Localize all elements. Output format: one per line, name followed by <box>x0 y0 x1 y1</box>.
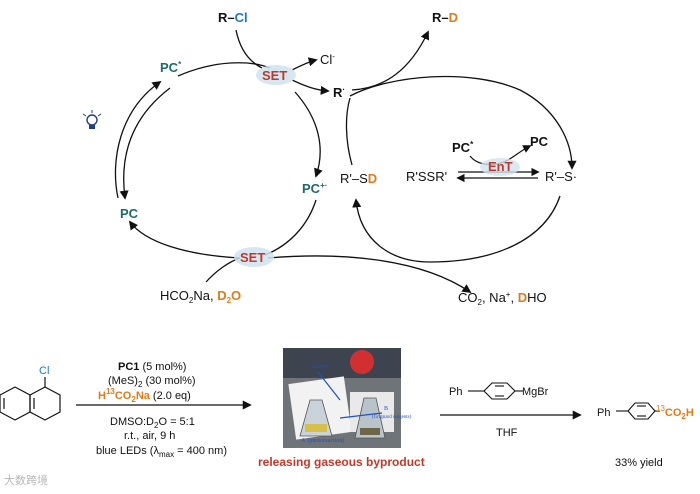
ent-highlight <box>480 158 520 176</box>
thiyl-radical-label: R'–S· <box>545 169 577 184</box>
formate-to-set-arrow <box>205 257 241 283</box>
ent-pc-excited-label: PC* <box>452 140 474 155</box>
rsd-label: R'–SD <box>340 171 377 186</box>
svg-text:(Grignard reagents): (Grignard reagents) <box>372 415 412 420</box>
photoexcitation-arrow <box>119 87 171 200</box>
left-cycle-arc-top <box>177 62 271 77</box>
set-bottom-highlight <box>234 247 274 267</box>
conditions-line-6: blue LEDs (λmax = 400 nm) <box>96 445 227 459</box>
grignard-ph-label: Ph <box>449 386 462 398</box>
grignard-mgbr-label: MgBr <box>522 386 549 398</box>
conditions-line-5: r.t., air, 9 h <box>124 430 175 442</box>
chloride-label: Cl- <box>320 52 335 67</box>
left-cycle-arc-bottom-right <box>264 199 317 256</box>
rcl-label: R–Cl <box>218 10 248 25</box>
set-top-highlight <box>256 65 296 85</box>
pc-excited-label: PC* <box>160 60 182 75</box>
set-to-radical-arrow <box>291 79 330 95</box>
rcl-to-set-arrow <box>235 29 263 69</box>
grignard-benzene-ring <box>468 382 523 400</box>
right-cycle-arc-bottom <box>352 195 561 263</box>
pc-ground-label: PC <box>120 206 139 221</box>
watermark: 大数跨境 <box>4 473 48 487</box>
product-benzene-ring <box>616 402 660 420</box>
formate-reagent-label: HCO2Na, D2O <box>160 288 241 305</box>
right-cycle-arc-left <box>345 97 353 166</box>
photo-caption: releasing gaseous byproduct <box>258 455 425 469</box>
yield-label: 33% yield <box>615 457 663 469</box>
product-co2h-label: 13CO2H <box>656 404 694 421</box>
conditions-line-4: DMSO:D2O = 5:1 <box>110 416 195 430</box>
left-cycle-arc-bottom-left <box>128 220 241 259</box>
chloronaphthalene-structure <box>0 377 61 421</box>
set-to-chloride-arrow <box>291 57 318 71</box>
product-ph-label: Ph <box>597 407 610 419</box>
reaction-setup-photo: Arrow A(photoreaction) B (Grignard reage… <box>283 348 412 448</box>
set-top-label: SET <box>262 68 287 83</box>
conditions-line-3: H13CO2Na (2.0 eq) <box>98 387 191 404</box>
solvent-label: THF <box>496 427 518 439</box>
r-radical-label: R· <box>333 85 345 100</box>
svg-text:Arrow: Arrow <box>312 364 328 370</box>
ent-label: EnT <box>488 159 513 174</box>
conditions-line-2: (MeS)2 (30 mol%) <box>108 375 196 389</box>
substrate-cl-label: Cl <box>39 365 49 377</box>
rd-label: R–D <box>432 10 458 25</box>
left-cycle-arc-right <box>294 91 323 178</box>
svg-text:B: B <box>384 406 388 412</box>
pc-radical-cation-label: PC+· <box>302 181 327 196</box>
conditions-line-1: PC1 (5 mol%) <box>118 361 186 373</box>
set-to-products-arrow <box>267 255 472 294</box>
radical-to-rd-arrow <box>351 30 429 91</box>
set-bottom-label: SET <box>240 250 265 265</box>
bottom-products-label: CO2, Na+, DHO <box>458 290 547 307</box>
light-bulb-icon <box>82 110 102 129</box>
disulfide-label: R'SSR' <box>406 169 447 184</box>
svg-text:A(photoreaction): A(photoreaction) <box>301 437 344 444</box>
right-cycle-arc-top <box>349 75 577 170</box>
ent-pc-label: PC <box>530 134 549 149</box>
left-cycle-arc-left-up <box>114 80 162 199</box>
